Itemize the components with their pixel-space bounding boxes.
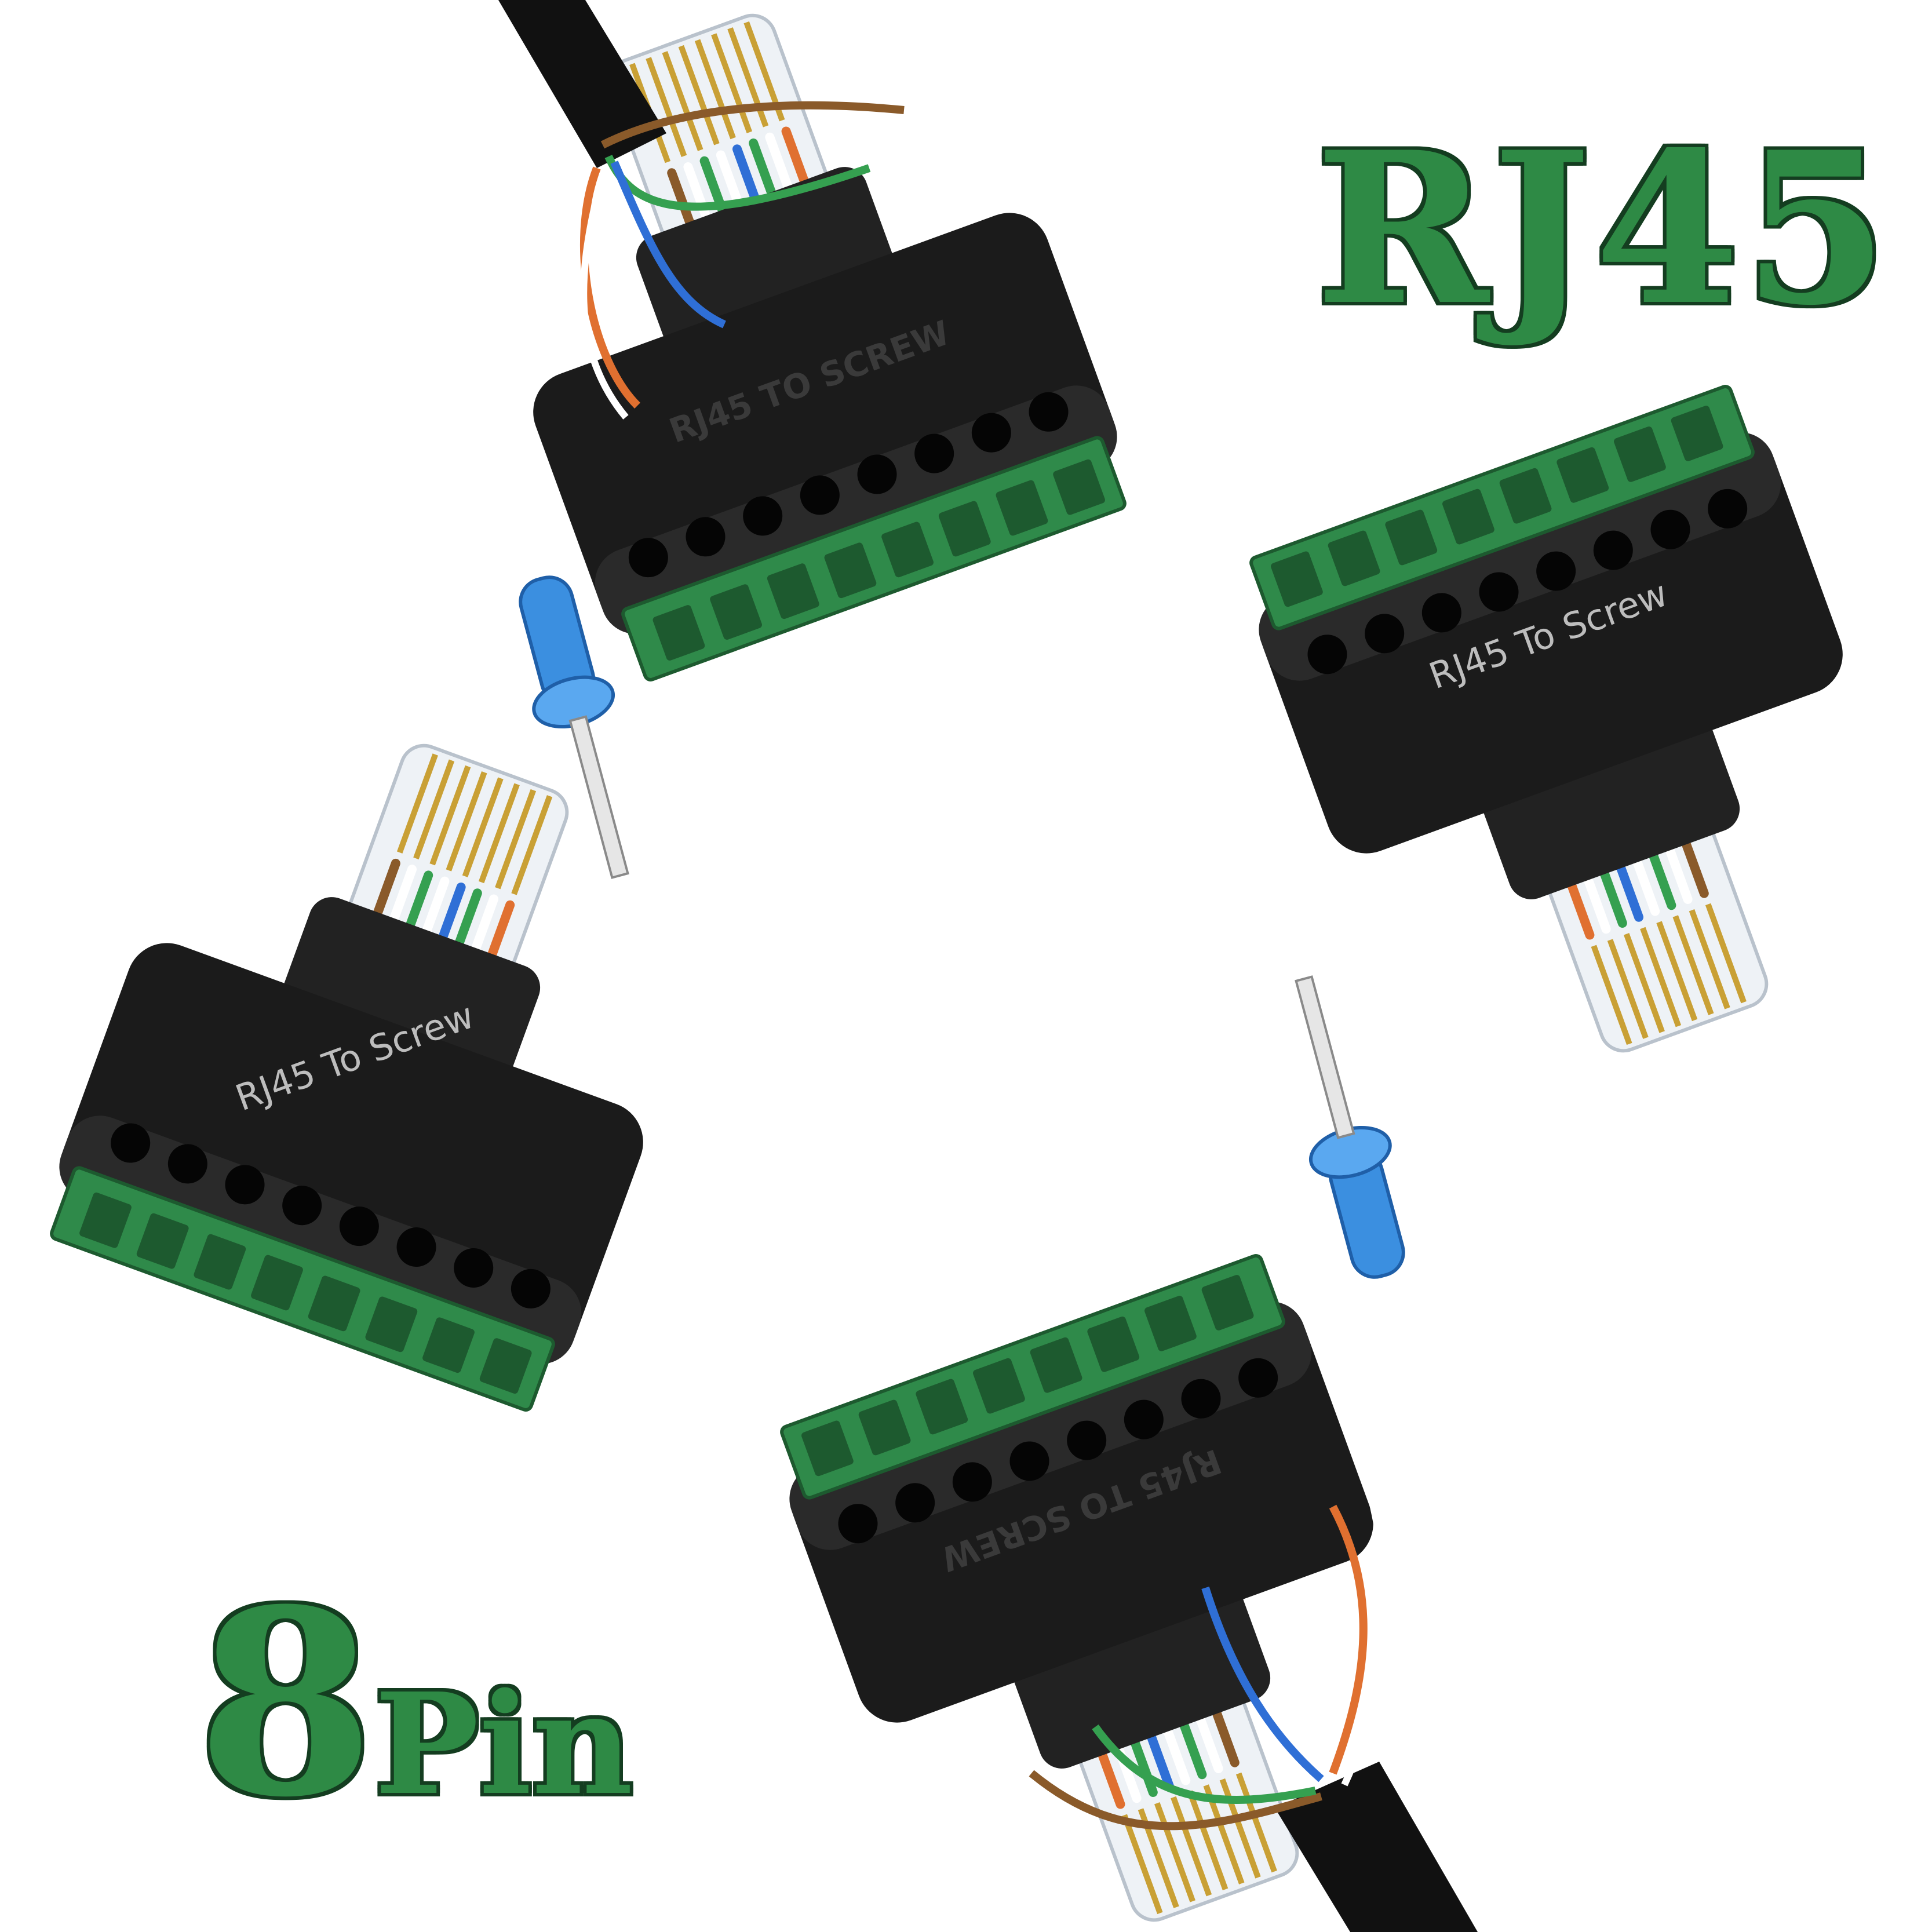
adapter-top: RJ45 TO SCREW [429,0,1143,687]
adapter-bottom: RJ45 TO SCREW [764,1248,1478,1932]
pin-count: 8 [197,1554,375,1853]
screwdriver-icon [1265,968,1423,1286]
ethernet-cable-icon [498,0,905,420]
pin-word: Pin [374,1663,633,1826]
pin-count-label: 8Pin [197,1576,633,1831]
adapter-right: RJ45 To Screw [1233,379,1932,1121]
headline: RJ45 [1315,106,1892,351]
ethernet-cable-icon [1029,1482,1478,1932]
